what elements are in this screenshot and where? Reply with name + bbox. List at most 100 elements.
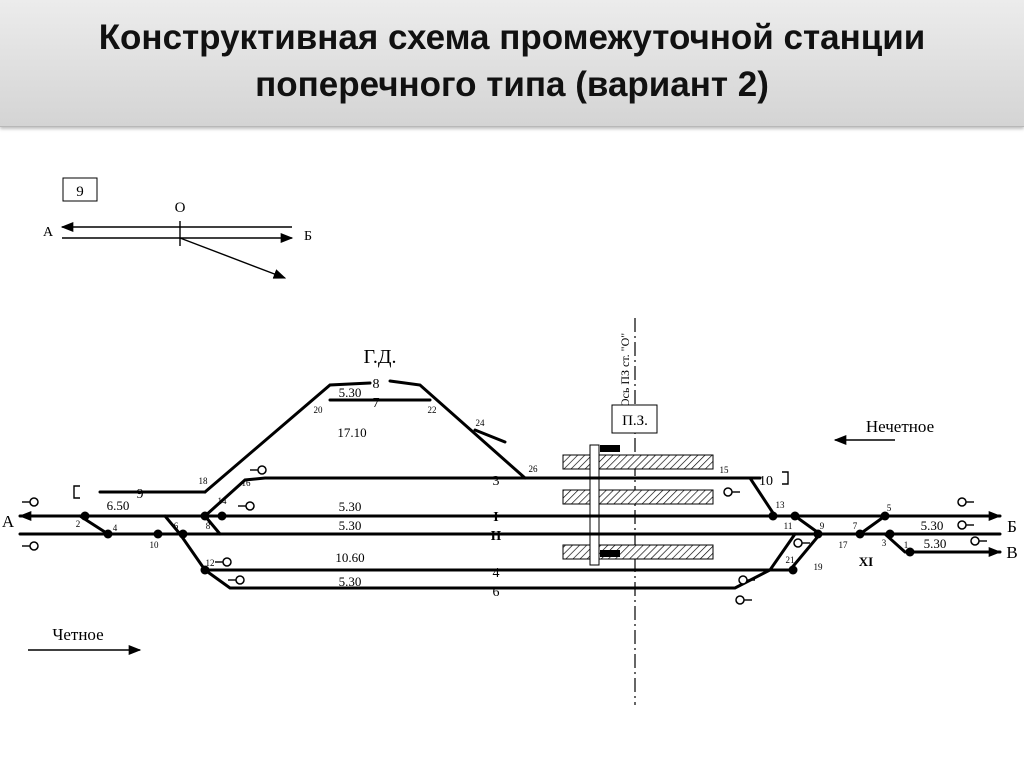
switch-dot bbox=[153, 529, 163, 539]
switch-label-5: 5 bbox=[887, 503, 892, 513]
inset-box bbox=[62, 177, 98, 202]
switch-label-3: 3 bbox=[882, 538, 887, 548]
inset-box-label: 9 bbox=[76, 184, 84, 200]
buffer-stop-9 bbox=[73, 485, 80, 499]
station-building-box bbox=[611, 404, 658, 434]
length-label-I: 5.30 bbox=[339, 499, 362, 514]
station-building: П.З. bbox=[611, 404, 658, 434]
signal-left-lower bbox=[22, 541, 39, 551]
signal-21 bbox=[793, 538, 810, 548]
end-label-v: В bbox=[1006, 543, 1017, 562]
even-direction-label: Четное bbox=[52, 625, 103, 644]
switch-label-20: 20 bbox=[314, 405, 324, 415]
switch-dot bbox=[790, 511, 800, 521]
switch-dot bbox=[80, 511, 90, 521]
switch-dot bbox=[788, 565, 798, 575]
slide-title-line-2: поперечного типа (вариант 2) bbox=[255, 65, 769, 104]
switch-dot bbox=[905, 547, 915, 557]
switch-dot bbox=[200, 565, 210, 575]
signal-left-upper bbox=[22, 497, 39, 507]
inset-right-label: Б bbox=[304, 229, 312, 244]
switch-label-10: 10 bbox=[150, 540, 160, 550]
signal-12 bbox=[215, 557, 232, 567]
switch-dot bbox=[217, 511, 227, 521]
switch-label-11: 11 bbox=[784, 521, 793, 531]
track-6 bbox=[163, 514, 797, 590]
length-label-v: 5.30 bbox=[924, 536, 947, 551]
signal-4-right bbox=[738, 575, 755, 585]
signal-6-lower bbox=[228, 575, 245, 585]
track-label-3: 3 bbox=[493, 474, 500, 489]
freight-yard-label: Г.Д. bbox=[364, 346, 397, 368]
switch-label-17: 17 bbox=[839, 540, 849, 550]
inset-branch bbox=[179, 237, 287, 279]
switch-label-15: 15 bbox=[720, 465, 730, 475]
track-label-8: 8 bbox=[373, 377, 380, 392]
branch-track-v bbox=[883, 532, 1002, 554]
track-label-7: 7 bbox=[373, 396, 380, 411]
switch-dot bbox=[768, 511, 778, 521]
scheme-labels: Г.Д. 8 7 5.30 17.10 3 9 6.50 10 5.30 I 5… bbox=[2, 346, 1018, 600]
switch-dot bbox=[200, 511, 210, 521]
track-label-10: 10 bbox=[759, 474, 773, 489]
switch-label-19: 19 bbox=[814, 562, 824, 572]
length-label-gd: 5.30 bbox=[339, 385, 362, 400]
length-label-II: 5.30 bbox=[339, 518, 362, 533]
switch-label-21: 21 bbox=[786, 555, 795, 565]
signal-15 bbox=[723, 487, 740, 497]
end-label-b: Б bbox=[1007, 517, 1017, 536]
switch-dot bbox=[880, 511, 890, 521]
signal-16 bbox=[250, 465, 267, 475]
switch-points bbox=[80, 511, 915, 575]
tracks bbox=[18, 379, 1002, 590]
switch-label-16: 16 bbox=[242, 478, 252, 488]
gd-ramp-right bbox=[388, 379, 527, 480]
switch-label-4: 4 bbox=[113, 523, 118, 533]
buffer-stop-10 bbox=[782, 471, 789, 485]
switch-dot bbox=[178, 529, 188, 539]
signals bbox=[22, 465, 987, 605]
track-3 bbox=[203, 476, 777, 518]
switch-label-2: 2 bbox=[76, 519, 81, 529]
switch-label-1: 1 bbox=[904, 540, 909, 550]
odd-direction-label: Нечетное bbox=[866, 417, 934, 436]
crossover-7-5 bbox=[858, 514, 887, 536]
signal-14 bbox=[238, 501, 255, 511]
platform-1 bbox=[562, 454, 714, 470]
gd-ramp-left bbox=[203, 381, 372, 494]
platform-2 bbox=[562, 489, 714, 505]
slide-title: Конструктивная схема промежуточной станц… bbox=[0, 14, 1024, 108]
switch-label-26: 26 bbox=[529, 464, 539, 474]
switch-label-7: 7 bbox=[853, 521, 858, 531]
platform-3 bbox=[562, 544, 714, 560]
station-axis: Ось ПЗ ст. "О" bbox=[618, 318, 636, 705]
length-label-6: 5.30 bbox=[339, 574, 362, 589]
track-label-II: II bbox=[491, 529, 502, 544]
track-label-6: 6 bbox=[493, 585, 500, 600]
pedestrian-crossing bbox=[589, 444, 600, 566]
stairs-2 bbox=[600, 550, 620, 557]
switch-label-22: 22 bbox=[428, 405, 437, 415]
length-label-17-10: 17.10 bbox=[337, 425, 366, 440]
station-building-label: П.З. bbox=[622, 413, 648, 429]
length-label-10-60: 10.60 bbox=[335, 550, 364, 565]
safety-deadend-24 bbox=[473, 428, 507, 444]
stairs-1 bbox=[600, 445, 620, 452]
length-label-9: 6.50 bbox=[107, 498, 130, 513]
track-label-4: 4 bbox=[493, 566, 500, 581]
slide-title-line-1: Конструктивная схема промежуточной станц… bbox=[98, 18, 926, 57]
track-4 bbox=[203, 532, 822, 572]
switch-dot bbox=[103, 529, 113, 539]
switch-label-24: 24 bbox=[476, 418, 486, 428]
inset-schematic: 9 О А Б bbox=[43, 177, 312, 279]
inset-axis-label: О bbox=[175, 200, 186, 216]
signal-right-v bbox=[970, 536, 987, 546]
switch-label-8: 8 bbox=[206, 521, 211, 531]
switch-label-9: 9 bbox=[820, 521, 825, 531]
track-label-I: I bbox=[493, 510, 498, 525]
station-axis-label: Ось ПЗ ст. "О" bbox=[618, 333, 632, 407]
switch-label-18: 18 bbox=[199, 476, 209, 486]
switch-dot bbox=[813, 529, 823, 539]
switch-dot bbox=[855, 529, 865, 539]
